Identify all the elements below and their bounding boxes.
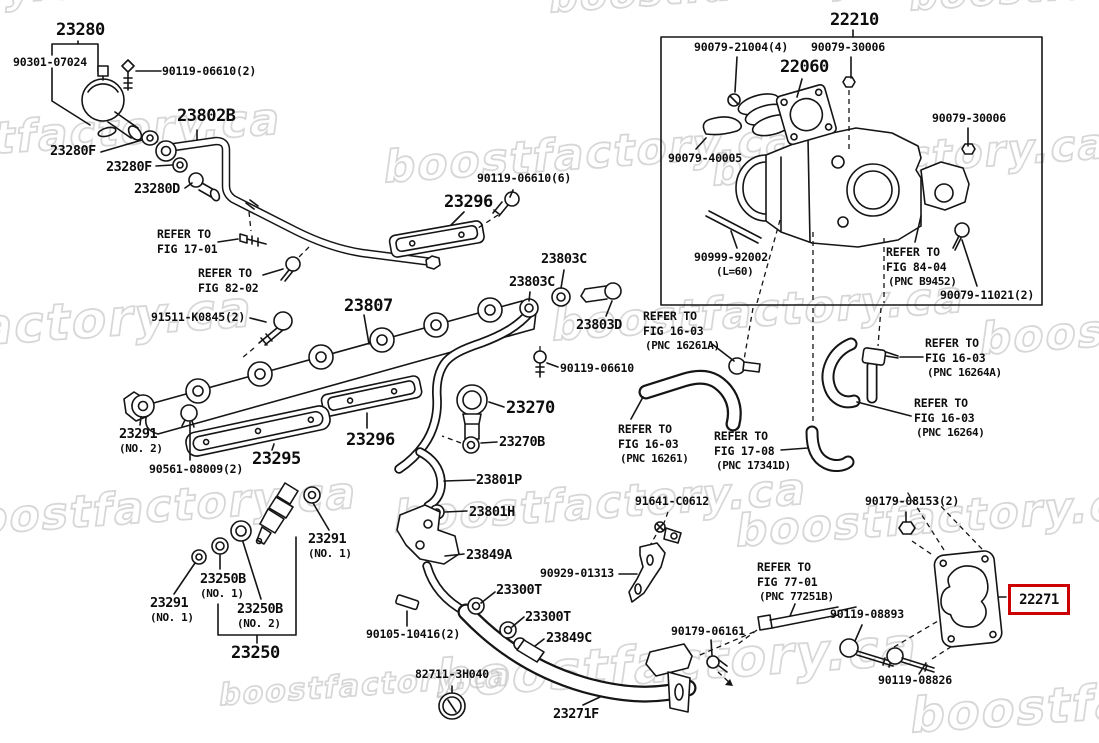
label-23300t-1: 23300T [496, 582, 542, 598]
label-23291-no2: 23291(NO. 2) [119, 426, 163, 455]
label-23849a: 23849A [466, 547, 512, 563]
label-90929-01313: 90929-01313 [540, 566, 614, 580]
label-90079-30006-2: 90079-30006 [932, 111, 1006, 125]
label-23295: 23295 [252, 449, 301, 469]
label-82711-3h040: 82711-3H040 [415, 667, 489, 681]
label-23250: 23250 [231, 643, 280, 663]
label-91511-k0845: 91511-K0845(2) [151, 310, 246, 324]
label-23291-no1-right: 23291(NO. 1) [308, 531, 352, 560]
label-90179-08153: 90179-08153(2) [865, 494, 960, 508]
label-22210: 22210 [830, 10, 879, 30]
label-23803c-1: 23803C [541, 251, 587, 267]
label-23280f-1: 23280F [50, 143, 96, 159]
label-90079-11021: 90079-11021(2) [940, 288, 1035, 302]
label-23270: 23270 [506, 398, 555, 418]
label-23803c-2: 23803C [509, 274, 555, 290]
label-90079-40005: 90079-40005 [668, 151, 742, 165]
connector-dashes [743, 219, 885, 424]
label-23801h: 23801H [469, 504, 515, 520]
label-90105-10416: 90105-10416(2) [366, 627, 461, 641]
label-23250b-no2: 23250B(NO. 2) [237, 601, 283, 630]
label-23801p: 23801P [476, 472, 522, 488]
highlighted-part-number: 22271 [1019, 591, 1059, 608]
injector-drawing [173, 482, 330, 644]
label-23280d: 23280D [134, 181, 180, 197]
label-90119-08826: 90119-08826 [878, 673, 952, 687]
throttle-body-box [660, 29, 1043, 306]
label-23807: 23807 [344, 296, 393, 316]
label-23291-no1-left: 23291(NO. 1) [150, 595, 194, 624]
label-90119-08893: 90119-08893 [830, 607, 904, 621]
highlighted-part-callout: 22271 [1008, 584, 1070, 615]
label-23300t-2: 23300T [525, 609, 571, 625]
throttle-body-drawing [695, 56, 978, 287]
label-90561-08009: 90561-08009(2) [149, 462, 244, 476]
label-23849c: 23849C [546, 630, 592, 646]
label-90179-06161: 90179-06161 [671, 624, 745, 638]
hose-fittings-drawing [630, 343, 924, 451]
gasket-plates-drawing [185, 211, 485, 457]
label-23271f: 23271F [553, 706, 599, 722]
label-23280: 23280 [56, 20, 105, 40]
label-23802b: 23802B [177, 106, 236, 126]
label-22060: 22060 [780, 57, 829, 77]
label-90079-21004: 90079-21004(4) [694, 40, 789, 54]
label-90119-06610-2: 90119-06610(2) [162, 64, 257, 78]
pressure-regulator-drawing [51, 40, 310, 282]
label-90119-06610: 90119-06610 [560, 361, 634, 375]
label-23280f-2: 23280F [106, 159, 152, 175]
label-23296-top: 23296 [444, 192, 493, 212]
label-23803d: 23803D [576, 317, 622, 333]
rail-small-parts [131, 189, 622, 520]
label-23270b: 23270B [499, 434, 545, 450]
label-90119-06610-6: 90119-06610(6) [477, 171, 572, 185]
label-23250b-no1: 23250B(NO. 1) [200, 571, 246, 600]
label-90079-30006-1: 90079-30006 [811, 40, 885, 54]
label-90999-92002: 90999-92002(L=60) [694, 250, 768, 278]
gasket-22271-drawing [839, 489, 1007, 675]
pipes-and-hoses [169, 136, 878, 703]
vacuum-pipe-drawing [395, 504, 857, 720]
label-23296-bottom: 23296 [346, 430, 395, 450]
label-91641-c0612: 91641-C0612 [635, 494, 709, 508]
label-90301-07024: 90301-07024 [13, 55, 87, 69]
